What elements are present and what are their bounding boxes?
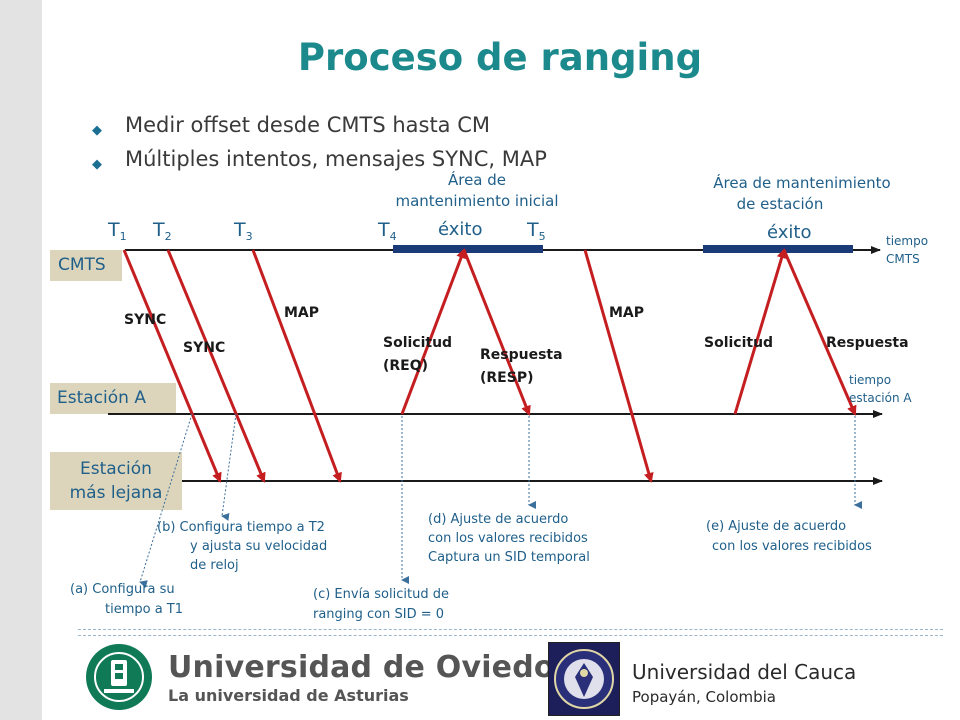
far-station-label-line1: Estación [80, 459, 152, 479]
university-of-oviedo-crest-icon [86, 644, 152, 710]
sync-label-2: SYNC [183, 340, 225, 356]
success-label-2: éxito [767, 222, 811, 243]
request-label-line2: (REQ) [383, 358, 428, 374]
cmts-time-caption-line1: tiempo [886, 234, 928, 248]
oviedo-university-name: Universidad de Oviedo [168, 650, 555, 685]
sync-arrow-2 [166, 249, 266, 483]
t4-label: T4 [377, 219, 397, 243]
bullet-text: Múltiples intentos, mensajes SYNC, MAP [125, 147, 547, 171]
response-label-line1: Respuesta [480, 347, 563, 363]
station-maintenance-area-bar [703, 245, 853, 253]
station-time-caption-line2: estación A [849, 391, 912, 405]
cauca-university-location: Popayán, Colombia [632, 688, 777, 706]
t2-label: T2 [152, 219, 172, 243]
sync-arrow-1 [122, 249, 222, 483]
note-a-line1: (a) Configura su [70, 582, 175, 597]
bullet-list: ◆ Medir offset desde CMTS hasta CM ◆ Múlti… [92, 110, 547, 178]
note-e-line1: (e) Ajuste de acuerdo [706, 519, 846, 534]
t3-label: T3 [233, 219, 253, 243]
diamond-bullet-icon: ◆ [92, 123, 102, 138]
solicitud-label: Solicitud [704, 335, 773, 351]
note-b-line2: y ajusta su velocidad [190, 539, 327, 554]
initial-area-caption-line2: mantenimiento inicial [395, 192, 558, 210]
note-c-line1: (c) Envía solicitud de [313, 587, 449, 602]
cmts-lane-label: CMTS [50, 250, 122, 281]
slide-title: Proceso de ranging [297, 36, 703, 79]
university-of-cauca-seal-icon [548, 642, 620, 716]
bullet-text: Medir offset desde CMTS hasta CM [125, 113, 491, 137]
note-b-pointer [221, 413, 237, 521]
oviedo-university-subtitle: La universidad de Asturias [168, 686, 409, 705]
note-d-line3: Captura un SID temporal [428, 550, 590, 565]
request-arrow-2 [733, 248, 787, 415]
bullet-item: ◆ Múltiples intentos, mensajes SYNC, MAP [92, 144, 547, 178]
note-a-pointer [139, 413, 193, 588]
request-label-line1: Solicitud [383, 335, 452, 351]
station-a-label-text: Estación A [57, 388, 146, 408]
note-d-line2: con los valores recibidos [428, 531, 588, 546]
station-a-lane-label: Estación A [50, 383, 176, 414]
far-station-lane-label: Estación más lejana [50, 452, 182, 510]
far-station-label-line2: más lejana [69, 483, 163, 503]
station-area-caption-line1: Área de mantenimiento [713, 173, 890, 192]
response-label-line2: (RESP) [480, 370, 533, 386]
success-label-1: éxito [438, 219, 482, 240]
request-arrow-1 [400, 248, 466, 415]
t1-label: T1 [107, 219, 127, 243]
bullet-item: ◆ Medir offset desde CMTS hasta CM [92, 110, 547, 144]
note-d-line1: (d) Ajuste de acuerdo [428, 512, 568, 527]
map-arrow-1 [251, 249, 342, 483]
t5-label: T5 [526, 219, 546, 243]
respuesta-label: Respuesta [826, 335, 909, 351]
station-area-caption-line2: de estación [737, 195, 824, 213]
initial-area-caption-line1: Área de [448, 170, 506, 189]
map-arrow-2 [583, 249, 654, 483]
map-label-1: MAP [284, 305, 319, 321]
footer-divider [78, 629, 943, 630]
cmts-time-caption-line2: CMTS [886, 252, 920, 266]
diamond-bullet-icon: ◆ [92, 157, 102, 172]
cauca-university-name: Universidad del Cauca [632, 660, 857, 684]
note-b-line1: (b) Configura tiempo a T2 [157, 520, 325, 535]
note-b-line3: de reloj [190, 558, 239, 573]
map-label-2: MAP [609, 305, 644, 321]
response-arrow-1 [462, 249, 531, 416]
note-a-line2: tiempo a T1 [105, 602, 183, 617]
left-decorative-strip [0, 0, 42, 720]
station-time-caption-line1: tiempo [849, 373, 891, 387]
note-e-line2: con los valores recibidos [712, 539, 872, 554]
initial-maintenance-area-bar [393, 245, 543, 253]
cmts-label-text: CMTS [58, 255, 106, 275]
sync-label-1: SYNC [124, 312, 166, 328]
note-c-line2: ranging con SID = 0 [313, 607, 444, 622]
footer-divider [78, 635, 943, 636]
response-arrow-2 [782, 249, 857, 416]
